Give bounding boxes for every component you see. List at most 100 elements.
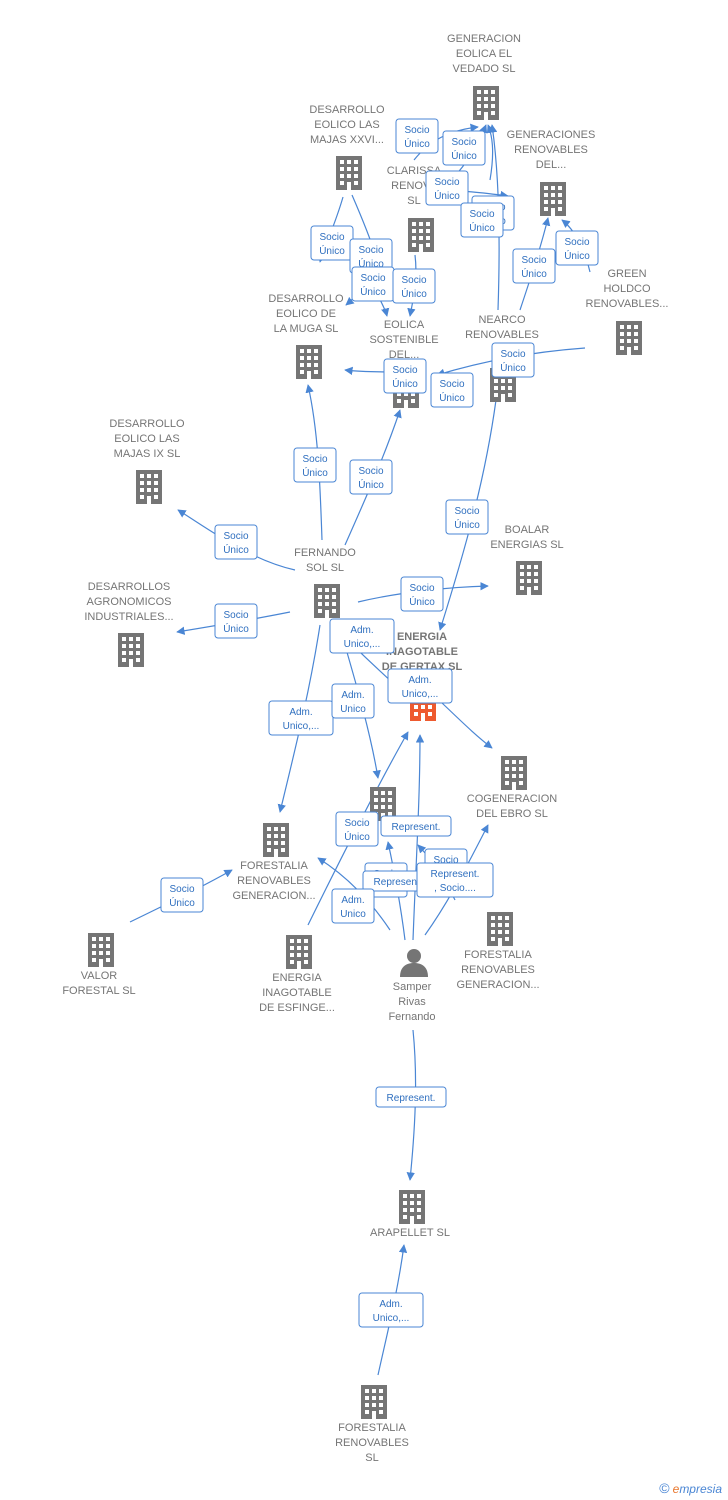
edge-label-box [430,372,474,408]
edge-label-line: Socio [500,349,525,360]
edge-label[interactable]: Represent. [362,870,434,892]
edge-label-text: Represent. [392,822,441,833]
edge-label[interactable]: Adm.Unico,... [329,618,395,654]
node-label-line: DE ESFINGE... [259,1002,335,1014]
building-icon [516,561,542,595]
edge-label-box [491,342,535,378]
edge-label-box [442,130,486,166]
edge-label-line: Unico,... [373,1313,410,1324]
company-node-arapellet[interactable]: ARAPELLET SL [370,1190,450,1239]
edge-label[interactable]: Adm.Unico,... [358,1292,424,1328]
node-label-line: VALOR [81,970,118,982]
node-label-line: EOLICA EL [456,48,512,60]
edge-label[interactable]: Adm.Unico [331,683,375,719]
node-label-line: Rivas [398,996,426,1008]
node-label-line: DESARROLLOS [88,581,171,593]
edge-label-line: Único [521,267,547,280]
node-label-line: RENOVABLES [461,964,535,976]
edge-label-box [160,877,204,913]
edge-label-box [380,815,452,837]
edge-label-box [400,576,444,612]
node-label-line: ARAPELLET SL [370,1227,450,1239]
watermark: ©empresia [659,1480,722,1496]
edge-label[interactable]: Adm.Unico [331,888,375,924]
copyright-icon: © [659,1480,670,1496]
node-label-line: RENOVABLES [237,875,311,887]
edge-label-text: Adm.Unico [340,895,366,920]
edge-label-line: Socio [469,209,494,220]
building-icon [286,935,312,969]
node-label-line: GENERACION [447,33,521,45]
edge-label[interactable]: Adm.Unico,... [387,668,453,704]
edges [129,123,591,1376]
edge-label[interactable]: Represent. [375,1086,447,1108]
node-label-line: BOALAR [505,524,550,536]
edge-label-box [358,1292,424,1328]
node-label-line: EOLICO LAS [314,119,379,131]
edge-label-box [329,618,395,654]
edge-label-line: Socio [358,245,383,256]
node-label-line: EOLICO DE [276,308,336,320]
person-icon [400,949,428,977]
building-icon [473,86,499,120]
edge-label-line: Socio [521,255,546,266]
edge-label-box [375,1086,447,1108]
edge-label[interactable]: Represent. [380,815,452,837]
edge-label-line: Socio [223,610,248,621]
edge-label-box [214,603,258,639]
node-label-line: DESARROLLO [268,293,344,305]
edge-label-line: Socio [169,884,194,895]
edge-label[interactable]: Represent., Socio.... [416,862,494,898]
building-icon [336,156,362,190]
edge-label-line: Unico [340,704,366,715]
edge-label[interactable]: Adm.Unico,... [268,700,334,736]
node-label-line: INAGOTABLE [262,987,331,999]
edge-label-line: Único [404,137,430,150]
